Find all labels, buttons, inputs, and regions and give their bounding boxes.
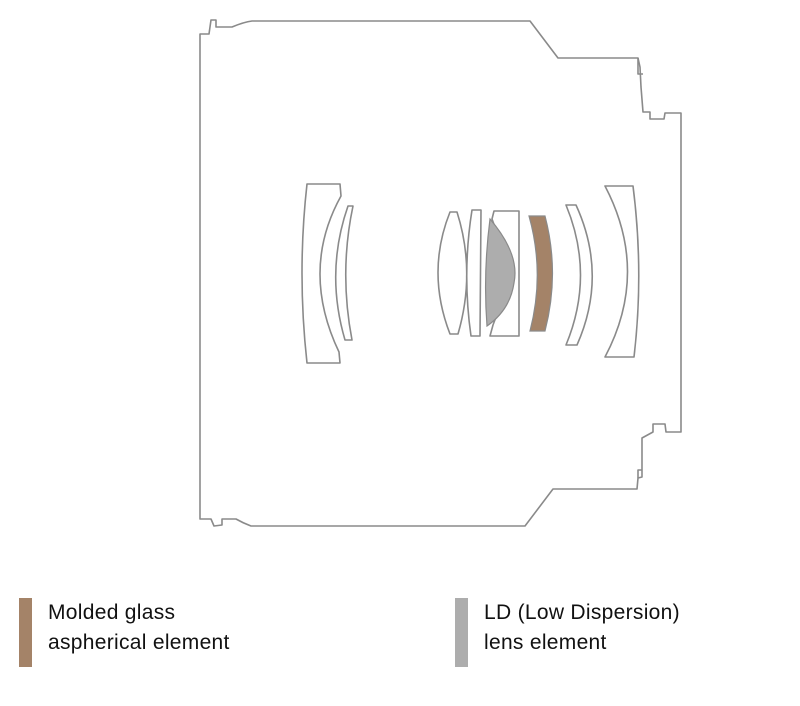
legend-item-molded-aspherical: Molded glass aspherical element [19, 598, 230, 667]
barrel-mount-step-top [637, 58, 643, 75]
legend-swatch-ld [455, 598, 468, 667]
rear-lens-element-1 [565, 204, 593, 346]
barrel-mount-step-bottom [637, 469, 642, 478]
molded-aspherical-lens-element [528, 215, 554, 332]
legend-swatch-molded-aspherical [19, 598, 32, 667]
front-lens-element-2 [334, 205, 354, 341]
legend-label-molded-aspherical: Molded glass aspherical element [48, 598, 230, 658]
lens-barrel-outline [199, 19, 682, 527]
legend-label-line-2: aspherical element [48, 631, 230, 654]
legend-label-line-2: lens element [484, 631, 607, 654]
legend-item-ld: LD (Low Dispersion) lens element [455, 598, 680, 667]
rear-lens-element-2 [604, 185, 640, 358]
front-lens-element-1 [301, 183, 342, 364]
thin-meniscus-element [465, 209, 482, 337]
ld-lens-element [484, 217, 516, 328]
legend-label-line-1: Molded glass [48, 601, 176, 624]
legend-label-ld: LD (Low Dispersion) lens element [484, 598, 680, 658]
biconvex-lens-element [437, 211, 468, 335]
legend-label-line-1: LD (Low Dispersion) [484, 601, 680, 624]
